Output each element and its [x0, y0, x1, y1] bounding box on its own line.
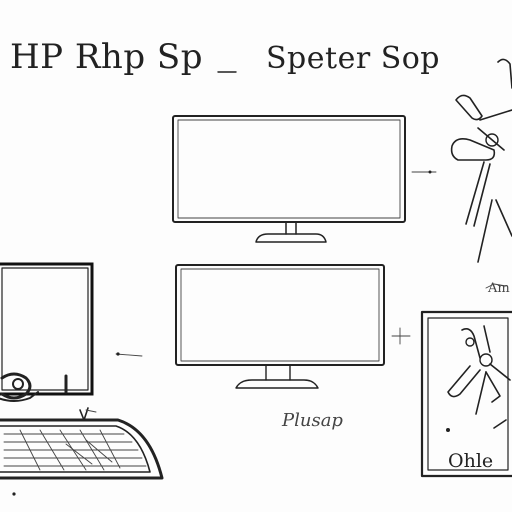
fan-blades-icon: [450, 58, 512, 263]
monitor-large-icon: [172, 115, 437, 243]
scribble-label: Plusap: [282, 410, 343, 431]
panel-tag: Am: [488, 281, 510, 296]
keyboard-icon: [0, 407, 164, 496]
framed-panel-icon: [420, 310, 512, 478]
title-right: Speter Sop: [266, 41, 441, 76]
tag-bracket: [485, 283, 507, 289]
panel-label: Ohle: [448, 450, 494, 472]
title-left: HP Rhp Sp: [10, 37, 203, 77]
crt-tv-icon: [0, 262, 143, 402]
monitor-small-icon: [175, 264, 411, 389]
